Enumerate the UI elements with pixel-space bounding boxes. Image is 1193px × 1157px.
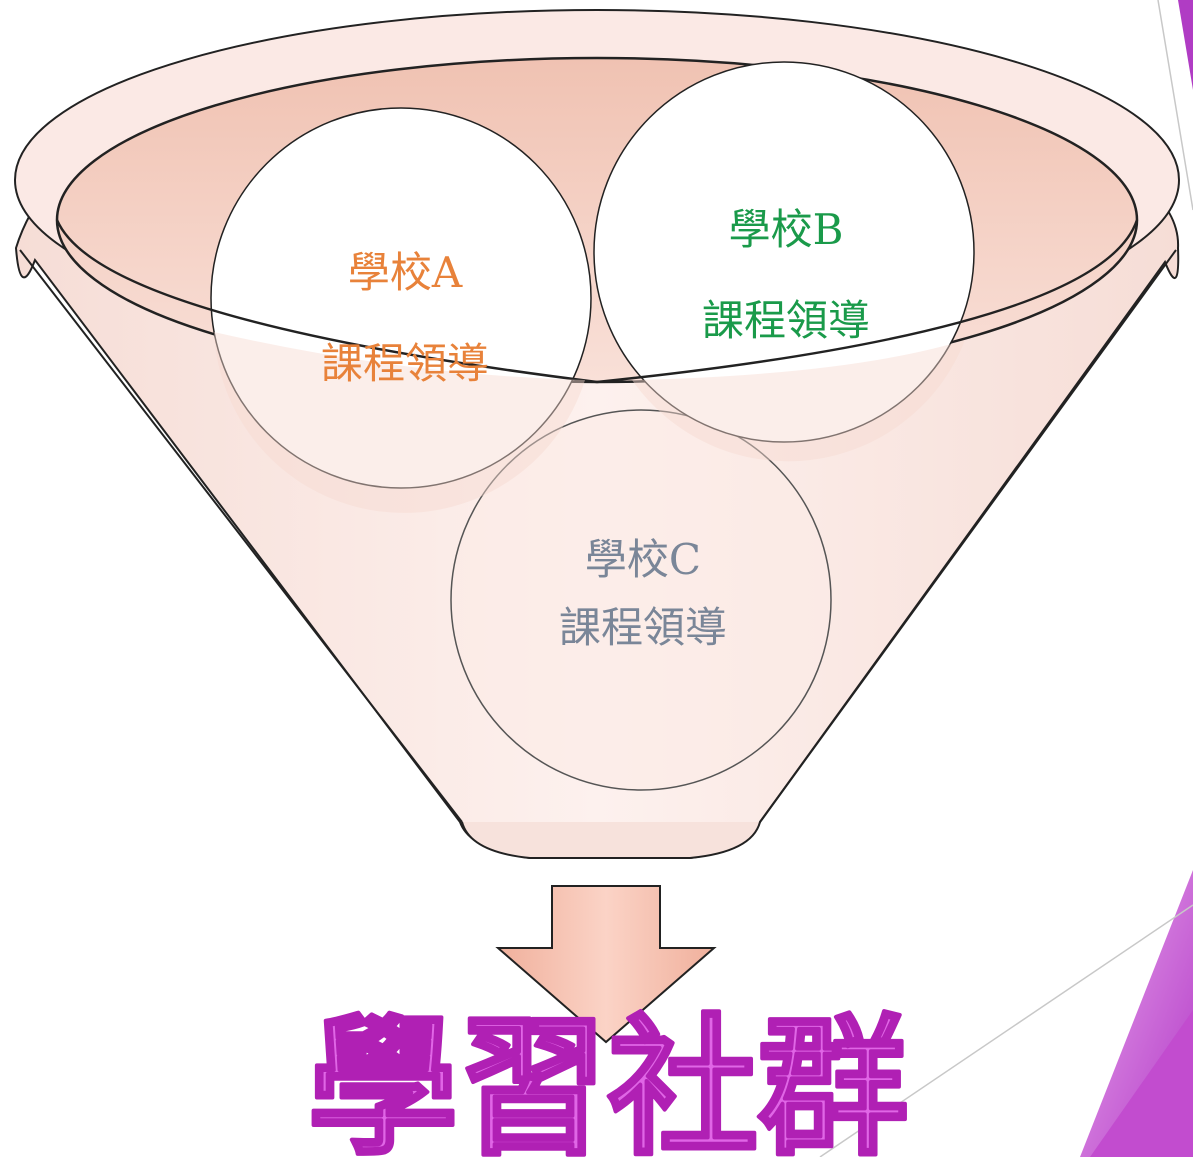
circle-c: [450, 409, 832, 791]
circle-b-lower-tint: [632, 340, 965, 462]
bottom-right-line: [819, 904, 1193, 1157]
circle-a-line2: 課程領導: [321, 339, 489, 388]
circle-b-line2: 課程領導: [702, 296, 870, 345]
result-title: 學習社群: [308, 1000, 908, 1157]
circle-a-lower-tint: [214, 332, 585, 513]
circle-c-line2: 課程領導: [559, 603, 727, 652]
circle-c-shape: [450, 409, 832, 791]
circle-b-shape: [593, 61, 975, 443]
top-right-purple-shape: [1178, 0, 1193, 90]
circle-b-line1: 學校B: [729, 205, 844, 254]
funnel-right-edge: [759, 249, 1177, 823]
funnel-bottom: [461, 821, 761, 859]
top-right-line: [1157, 0, 1193, 211]
circle-b: [593, 61, 975, 443]
circle-a: [210, 107, 592, 489]
rim-front-line: [55, 219, 1139, 384]
circle-a-shape: [210, 107, 592, 489]
decorative-shapes: [819, 0, 1193, 1157]
circle-a-line1: 學校A: [348, 248, 463, 297]
down-arrow: [495, 885, 717, 1044]
funnel-left-edge: [19, 249, 463, 823]
bottom-right-purple-shape: [1090, 1010, 1193, 1157]
circle-c-line1: 學校C: [585, 535, 701, 584]
